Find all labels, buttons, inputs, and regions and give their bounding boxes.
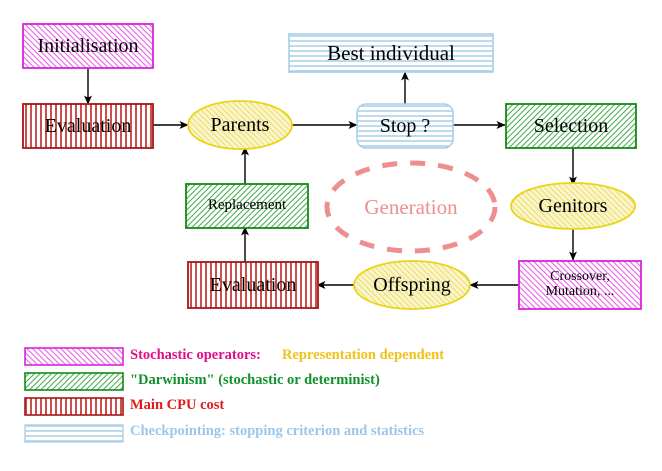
legend-swatch-stochastic-operators (24, 347, 124, 366)
node-crossover-mutation[interactable] (518, 260, 642, 310)
legend-swatch-checkpointing (24, 424, 124, 443)
node-selection[interactable] (505, 103, 637, 149)
legend-label-checkpointing: Checkpointing: stopping criterion and st… (130, 423, 425, 439)
legend-label-darwinism: "Darwinism" (stochastic or determinist) (130, 372, 380, 388)
node-generation-annotation (324, 160, 498, 254)
node-parents[interactable] (187, 100, 293, 150)
node-evaluation-top[interactable] (22, 103, 154, 149)
node-genitors[interactable] (510, 182, 636, 230)
legend-label-representation-dependent: Representation dependent (282, 347, 445, 363)
node-replacement[interactable] (185, 183, 309, 229)
node-initialisation[interactable] (22, 23, 154, 69)
legend-label-stochastic-operators: Stochastic operators: (130, 347, 261, 363)
legend-swatch-main-cpu-cost (24, 397, 124, 416)
node-best-individual[interactable] (288, 33, 494, 73)
node-stop[interactable] (356, 103, 454, 149)
node-offspring[interactable] (353, 260, 471, 310)
node-evaluation-bottom[interactable] (187, 261, 319, 309)
legend-label-main-cpu-cost: Main CPU cost (130, 397, 225, 413)
legend-swatch-darwinism (24, 372, 124, 391)
edge-group (84, 68, 577, 289)
